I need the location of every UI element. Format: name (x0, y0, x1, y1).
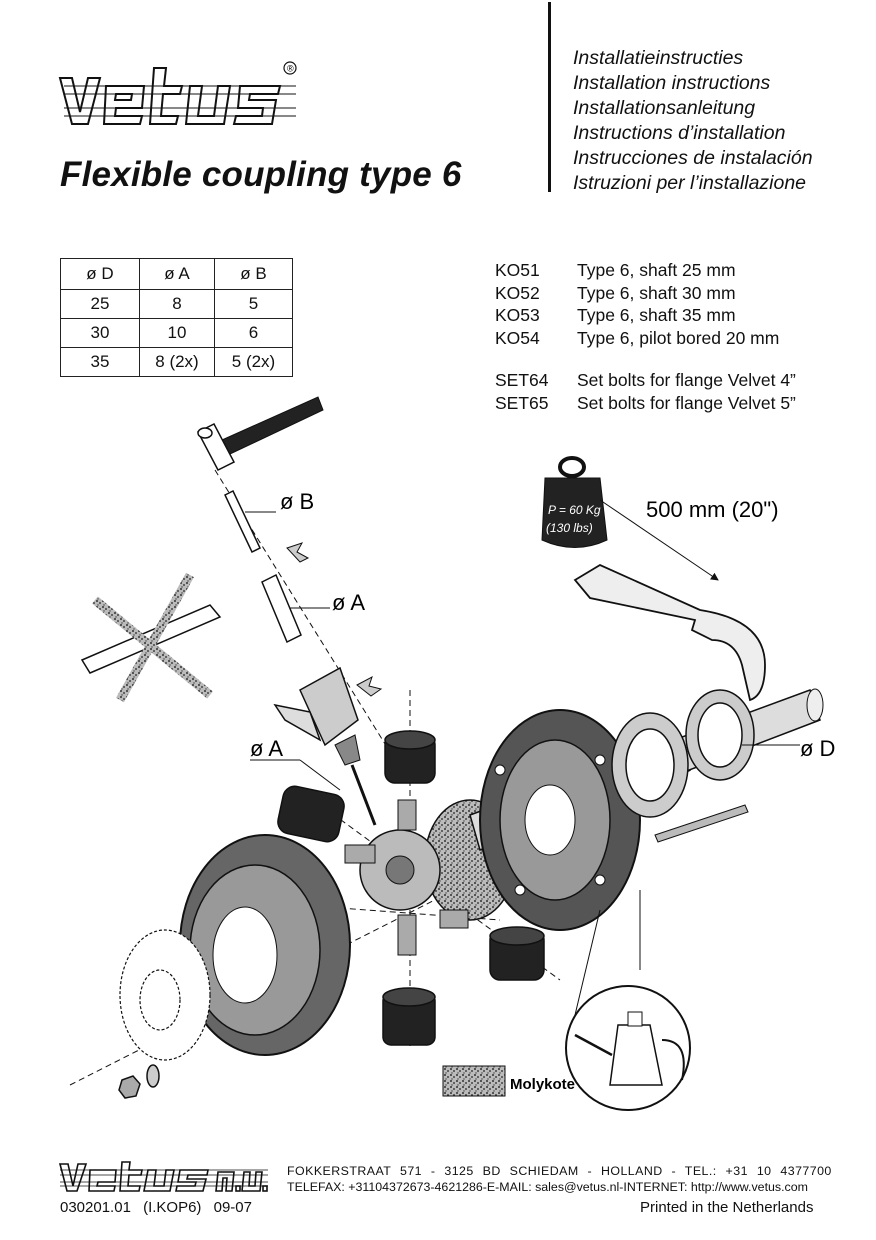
dimensions-table: ø D ø A ø B 25 8 5 30 10 6 35 8 (2x) 5 (… (60, 258, 293, 377)
table-row: 35 8 (2x) 5 (2x) (60, 347, 293, 377)
list-item: KO51 Type 6, shaft 25 mm (495, 259, 796, 282)
language-fr: Instructions d’installation (573, 122, 786, 144)
address-line: FOKKERSTRAAT 571 - 3125 BD SCHIEDAM - HO… (287, 1164, 832, 1178)
part-description: Set bolts for flange Velvet 5” (577, 392, 796, 413)
list-item: KO54 Type 6, pilot bored 20 mm (495, 327, 796, 350)
header-divider (548, 2, 551, 192)
table-cell: 35 (60, 347, 140, 377)
language-list: Installatieinstructies Installation inst… (573, 46, 813, 196)
weight-icon: P = 60 Kg (130 lbs) (541, 456, 608, 548)
table-cell: 8 (139, 289, 215, 319)
oil-can-icon (565, 985, 691, 1111)
document-title: Flexible coupling type 6 (60, 155, 462, 194)
document-code: 030201.01 (I.KOP6) 09-07 (60, 1199, 252, 1216)
molykote-swatch (442, 1065, 506, 1097)
part-description: Type 6, shaft 25 mm (577, 260, 736, 280)
lever-length-label: 500 mm (20") (646, 497, 779, 522)
language-it: Istruzioni per l’installazione (573, 172, 807, 194)
vetus-logo: ® (58, 61, 297, 125)
weight-value-lbs: (130 lbs) (546, 521, 593, 535)
part-code: KO54 (495, 327, 540, 348)
label-b: ø B (280, 489, 314, 514)
list-item: KO52 Type 6, shaft 30 mm (495, 282, 796, 305)
set-bolt-icon (654, 804, 749, 843)
doc-ref: (I.KOP6) (143, 1199, 202, 1216)
nut-washer-icon (118, 1064, 160, 1099)
doc-date: 09-07 (213, 1199, 252, 1216)
doc-number: 030201.01 (60, 1199, 131, 1216)
part-code: KO51 (495, 260, 540, 280)
pin-a-icon (261, 573, 302, 644)
crossed-out-rod-icon (80, 572, 222, 703)
engine-flange-icon (119, 929, 211, 1061)
part-description: Set bolts for flange Velvet 4” (577, 370, 796, 391)
coupling-flange-rear-icon (479, 709, 641, 931)
part-description: Type 6, pilot bored 20 mm (577, 327, 780, 348)
exploded-view-illustration: ø B ø A ø A (69, 396, 835, 1111)
part-code: KO53 (495, 305, 540, 326)
contact-line: TELEFAX: +31104372673-4621286-E-MAIL: sa… (287, 1180, 808, 1194)
label-a-pin: ø A (332, 590, 365, 615)
clamp-ring-icon (611, 689, 755, 818)
list-item: SET65 Set bolts for flange Velvet 5” (495, 392, 796, 415)
pin-b-icon (224, 489, 261, 554)
coupling-flange-front-icon (179, 834, 351, 1056)
language-en: Installation instructions (573, 72, 771, 94)
registered-mark: ® (287, 64, 294, 74)
printed-note: Printed in the Netherlands (640, 1199, 814, 1216)
lubricant-label: Molykote (510, 1076, 575, 1093)
hammer-icon (196, 396, 324, 471)
language-nl: Installatieinstructies (573, 47, 744, 69)
table-row: 25 8 5 (60, 289, 293, 319)
table-row: 30 10 6 (60, 318, 293, 348)
language-es: Instrucciones de instalación (573, 147, 813, 169)
company-address: FOKKERSTRAAT 571 - 3125 BD SCHIEDAM - HO… (287, 1163, 832, 1195)
part-code: SET65 (495, 392, 549, 413)
table-cell: 30 (60, 318, 140, 348)
table-cell: 5 (214, 289, 293, 319)
list-item: KO53 Type 6, shaft 35 mm (495, 304, 796, 327)
table-cell: 25 (60, 289, 140, 319)
table-header: ø D (60, 258, 140, 290)
language-de: Installationsanleitung (573, 97, 756, 119)
label-d: ø D (800, 736, 835, 761)
label-a-drill: ø A (250, 736, 283, 761)
list-item: SET64 Set bolts for flange Velvet 4” (495, 369, 796, 392)
part-code: KO52 (495, 282, 540, 303)
drill-icon (273, 666, 377, 826)
rubber-block-icon (277, 730, 545, 1046)
part-description: Type 6, shaft 30 mm (577, 282, 736, 303)
table-header: ø A (139, 258, 215, 290)
weight-value: P = 60 Kg (548, 503, 601, 517)
wrench-icon (573, 563, 766, 702)
table-cell: 5 (2x) (214, 347, 293, 377)
part-code: SET64 (495, 370, 549, 391)
table-cell: 8 (2x) (139, 347, 215, 377)
vetus-nv-logo (58, 1161, 268, 1192)
part-description: Type 6, shaft 35 mm (577, 305, 736, 326)
